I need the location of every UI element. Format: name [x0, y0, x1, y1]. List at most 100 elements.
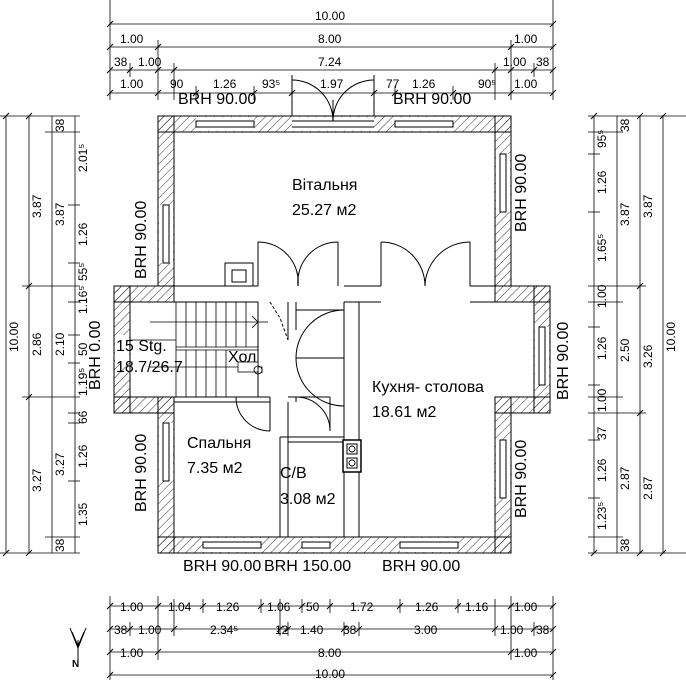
dim-right-in-3: 1.26: [595, 170, 609, 194]
dim-top-r4-8: 90⁵: [478, 77, 497, 91]
opening-bottom-left: BRH 90.00: [183, 558, 262, 575]
dim-bot-r2-4: 12: [275, 623, 289, 637]
opening-bottom-right: BRH 90.00: [382, 558, 461, 575]
dim-right-in-1: 38: [618, 118, 632, 132]
dim-top-r4-9: 1.00: [514, 77, 538, 91]
dim-top-r2-1: 1.00: [120, 32, 144, 46]
dim-bot-r2-7: 3.00: [414, 623, 438, 637]
dim-bot-r3-2: 8.00: [318, 646, 342, 660]
room-hall-name: Хол: [228, 349, 257, 366]
room-bath-name: С/В: [280, 465, 307, 482]
dim-bot-r1-8: 1.16: [465, 600, 489, 614]
opening-right-mid: BRH 90.00: [555, 321, 572, 400]
dim-bot-r1-9: 1.00: [514, 600, 538, 614]
dim-bot-r1-3: 1.26: [216, 600, 240, 614]
dim-bot-r1-5: 50: [306, 600, 320, 614]
dim-left-in-13: 1.35: [76, 502, 90, 526]
dim-left-total: 10.00: [7, 321, 21, 352]
room-bedroom-name: Спальня: [187, 435, 252, 452]
dim-bot-r1-1: 1.00: [120, 600, 144, 614]
dim-bot-r1-7: 1.26: [415, 600, 439, 614]
dim-left-in-4: 1.26: [76, 222, 90, 246]
dim-top-r4-3: 1.26: [213, 77, 237, 91]
dim-left-in-10: 66: [76, 410, 90, 424]
opening-right-lower: BRH 90.00: [513, 439, 530, 518]
dim-top-r3-2: 1.00: [138, 55, 162, 69]
stairs-ratio: 18.7/26.7: [116, 359, 183, 376]
dim-bot-r1-2: 1.04: [168, 600, 192, 614]
dim-bot-r2-5: 1.40: [300, 623, 324, 637]
dim-bot-r2-9: 38: [536, 623, 550, 637]
dim-right-in-2: 95⁵: [595, 129, 609, 148]
dim-right-in-10: 37: [595, 426, 609, 440]
dim-right-mid-3: 2.87: [641, 476, 655, 500]
dim-left-in-5: 55⁵: [76, 262, 90, 281]
dim-top-r3-5: 38: [536, 55, 550, 69]
dim-bot-r2-8: 1.00: [500, 623, 524, 637]
dim-top-r4-2: 90: [170, 77, 184, 91]
opening-bottom-mid: BRH 150.00: [264, 558, 352, 575]
dim-left-in-14: 38: [53, 538, 67, 552]
dim-bot-r3-3: 1.00: [514, 646, 538, 660]
dim-right-in-14: 38: [618, 538, 632, 552]
dim-bot-r2-6: 38: [343, 623, 357, 637]
interior-walls: [129, 262, 495, 537]
dim-bot-r1-4: 1.06: [267, 600, 291, 614]
dimension-ticks: [2, 20, 667, 679]
dim-right-in-11: 1.26: [595, 458, 609, 482]
hall-doors: [235, 301, 345, 432]
opening-left-lower: BRH 90.00: [133, 433, 150, 512]
dim-left-in-12: 1.26: [76, 444, 90, 468]
opening-left-door: BRH 0.00: [87, 320, 104, 390]
living-doors: [257, 241, 471, 287]
opening-top-right: BRH 90.00: [393, 91, 472, 108]
dim-bot-r2-3: 2.34⁵: [210, 623, 239, 637]
dim-right-in-8: 2.50: [618, 338, 632, 362]
dim-right-mid-2: 3.26: [641, 344, 655, 368]
dim-right-mid-1: 3.87: [641, 194, 655, 218]
room-kitchen-name: Кухня- столова: [372, 379, 484, 396]
dim-top-r4-1: 1.00: [120, 77, 144, 91]
dim-top-r3-3: 7.24: [318, 55, 342, 69]
dim-bot-r3-1: 1.00: [120, 646, 144, 660]
opening-top-left: BRH 90.00: [178, 91, 257, 108]
dim-left-in-3: 3.87: [53, 202, 67, 226]
dim-left-in-11: 3.27: [53, 452, 67, 476]
dim-right-in-5: 1.65⁵: [595, 233, 609, 262]
dim-left-mid-2: 2.86: [30, 332, 44, 356]
dim-right-total: 10.00: [664, 321, 678, 352]
dim-left-mid-3: 3.27: [30, 468, 44, 492]
dim-top-r4-7: 1.26: [412, 77, 436, 91]
dim-top-r3-4: 1.00: [503, 55, 527, 69]
opening-right-upper: BRH 90.00: [513, 153, 530, 232]
room-living-name: Вітальня: [292, 177, 358, 194]
dim-right-in-13: 1.23⁵: [595, 501, 609, 530]
room-living-area: 25.27 м2: [292, 202, 357, 219]
dim-top-r3-1: 38: [114, 55, 128, 69]
room-bedroom-area: 7.35 м2: [187, 460, 243, 477]
dim-left-mid-1: 3.87: [30, 194, 44, 218]
dim-top-r4-4: 93⁵: [262, 77, 281, 91]
dim-bot-total: 10.00: [315, 667, 346, 680]
windows: [162, 120, 546, 549]
dim-left-in-7: 2.10: [53, 332, 67, 356]
dim-right-in-7: 1.26: [595, 336, 609, 360]
north-arrow-icon: [69, 627, 87, 660]
dim-top-r4-6: 77: [386, 77, 400, 91]
stove-icon: [342, 439, 362, 473]
dim-left-in-6: 1.16⁵: [76, 285, 90, 314]
north-label: N: [72, 659, 80, 670]
dim-left-in-2: 2.01⁵: [76, 143, 90, 172]
dim-bot-r1-6: 1.72: [350, 600, 374, 614]
dim-bot-r2-2: 1.00: [138, 623, 162, 637]
room-bath-area: 3.08 м2: [280, 491, 336, 508]
dim-right-in-12: 2.87: [618, 466, 632, 490]
room-kitchen-area: 18.61 м2: [372, 404, 437, 421]
dim-top-total: 10.00: [315, 9, 346, 23]
dim-right-in-6: 1.00: [595, 284, 609, 308]
dim-right-in-9: 1.00: [595, 388, 609, 412]
opening-left-upper: BRH 90.00: [133, 200, 150, 279]
dim-right-in-4: 3.87: [618, 202, 632, 226]
